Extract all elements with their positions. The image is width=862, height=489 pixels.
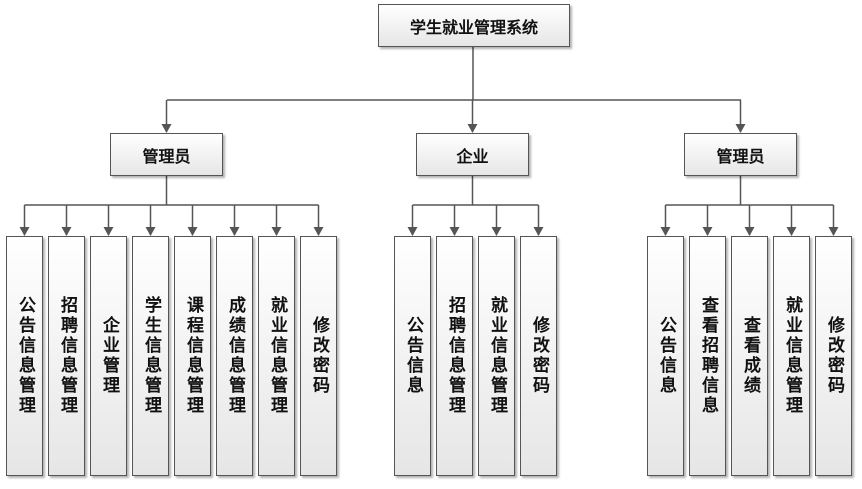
function-node-label: 修改密码 (824, 316, 844, 396)
function-node-label: 招聘信息管理 (445, 296, 465, 416)
function-node-label: 就业信息管理 (487, 296, 507, 416)
function-node-label: 企业管理 (99, 316, 119, 396)
function-node: 就业信息管理 (258, 236, 295, 476)
group-node-label: 企业 (456, 146, 489, 166)
root-label: 学生就业管理系统 (409, 17, 538, 37)
function-node-label: 修改密码 (309, 316, 329, 396)
function-node: 修改密码 (815, 236, 852, 476)
arrow-head-icon (735, 124, 746, 133)
group-node: 管理员 (684, 133, 797, 176)
arrow-head-icon (229, 227, 240, 236)
function-node-label: 课程信息管理 (183, 296, 203, 416)
arrow-head-icon (744, 227, 755, 236)
arrow-head-icon (786, 227, 797, 236)
function-node-label: 查看招聘信息 (698, 296, 718, 416)
function-node: 就业信息管理 (478, 236, 515, 476)
function-node-label: 成绩信息管理 (225, 296, 245, 416)
function-node: 公告信息 (394, 236, 431, 476)
function-node-label: 学生信息管理 (141, 296, 161, 416)
function-node: 就业信息管理 (773, 236, 810, 476)
function-node-label: 修改密码 (529, 316, 549, 396)
function-node-label: 就业信息管理 (267, 296, 287, 416)
function-node-label: 公告信息管理 (15, 296, 35, 416)
function-node: 招聘信息管理 (436, 236, 473, 476)
arrow-head-icon (828, 227, 839, 236)
arrow-head-icon (491, 227, 502, 236)
arrow-head-icon (702, 227, 713, 236)
function-node-label: 就业信息管理 (782, 296, 802, 416)
function-node: 招聘信息管理 (48, 236, 85, 476)
arrow-head-icon (187, 227, 198, 236)
arrow-head-icon (145, 227, 156, 236)
function-node-label: 招聘信息管理 (57, 296, 77, 416)
function-node: 修改密码 (520, 236, 557, 476)
arrow-head-icon (313, 227, 324, 236)
arrow-head-icon (660, 227, 671, 236)
arrow-head-icon (103, 227, 114, 236)
arrow-head-icon (467, 124, 478, 133)
function-node-label: 公告信息 (656, 316, 676, 396)
function-node: 企业管理 (90, 236, 127, 476)
function-node-label: 查看成绩 (740, 316, 760, 396)
function-node: 成绩信息管理 (216, 236, 253, 476)
arrow-head-icon (19, 227, 30, 236)
function-node: 公告信息 (647, 236, 684, 476)
function-node-label: 公告信息 (403, 316, 423, 396)
function-node: 课程信息管理 (174, 236, 211, 476)
arrow-head-icon (161, 124, 172, 133)
arrow-head-icon (271, 227, 282, 236)
function-node: 修改密码 (300, 236, 337, 476)
root-node: 学生就业管理系统 (378, 4, 570, 47)
group-node: 企业 (416, 133, 529, 176)
arrow-head-icon (533, 227, 544, 236)
function-node: 公告信息管理 (6, 236, 43, 476)
arrow-head-icon (407, 227, 418, 236)
function-node: 查看招聘信息 (689, 236, 726, 476)
function-node: 学生信息管理 (132, 236, 169, 476)
arrow-head-icon (61, 227, 72, 236)
arrow-head-icon (449, 227, 460, 236)
group-node-label: 管理员 (716, 146, 765, 166)
group-node-label: 管理员 (142, 146, 191, 166)
function-node: 查看成绩 (731, 236, 768, 476)
group-node: 管理员 (110, 133, 223, 176)
